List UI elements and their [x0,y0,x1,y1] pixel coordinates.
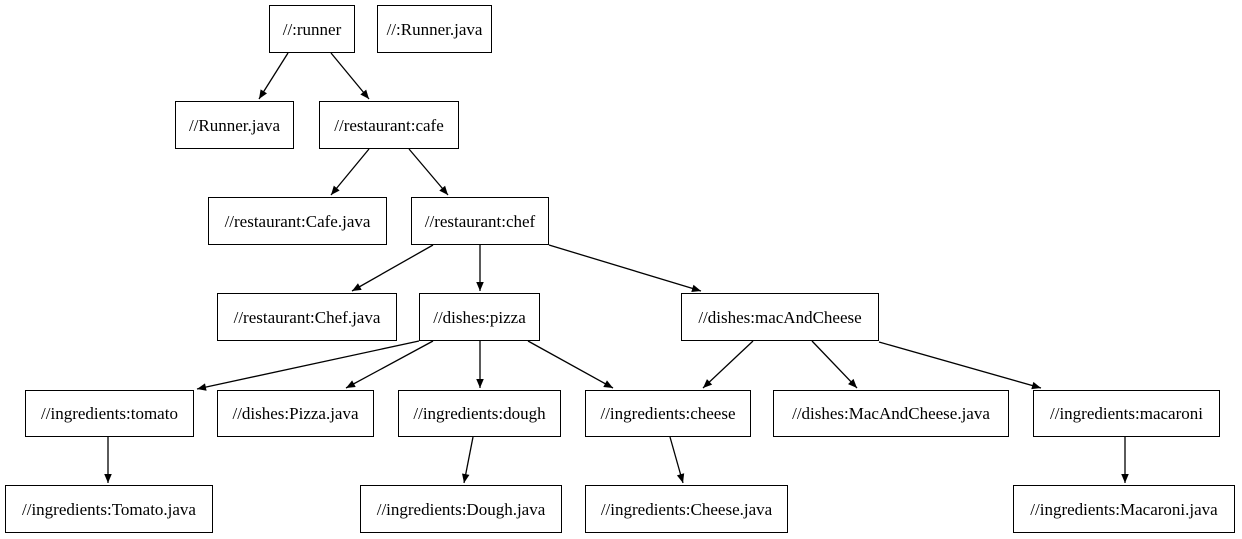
graph-node-cheese: //ingredients:cheese [585,390,751,437]
graph-edge-cheese-to-cheese-java [669,436,685,484]
graph-node-cafe-java: //restaurant:Cafe.java [208,197,387,245]
graph-edge-mac-and-cheese-to-macaroni [878,341,1042,390]
graph-node-runner: //:runner [269,5,355,53]
graph-edge-cafe-to-cafe-java [330,148,370,196]
graph-edge-runner-to-runner-java [258,52,289,100]
graph-edge-chef-to-mac-and-cheese [548,244,702,293]
graph-node-runner-java: //Runner.java [175,101,294,149]
graph-node-pizza: //dishes:pizza [419,293,540,341]
graph-node-runner-java-src: //:Runner.java [377,5,492,53]
graph-node-chef: //restaurant:chef [411,197,549,245]
graph-node-mac-java: //dishes:MacAndCheese.java [773,390,1009,437]
graph-edge-mac-and-cheese-to-cheese [702,340,754,389]
graph-node-tomato: //ingredients:tomato [25,390,194,437]
graph-edge-pizza-to-tomato [196,340,420,391]
graph-node-dough: //ingredients:dough [398,390,561,437]
graph-node-tomato-java: //ingredients:Tomato.java [5,485,213,533]
graph-node-macaroni: //ingredients:macaroni [1033,390,1220,437]
graph-edge-dough-to-dough-java [462,436,474,484]
graph-edge-chef-to-chef-java [351,244,434,292]
graph-edge-mac-and-cheese-to-mac-java [811,340,858,389]
graph-edge-pizza-to-cheese [527,340,614,389]
graph-node-cafe: //restaurant:cafe [319,101,459,149]
graph-node-pizza-java: //dishes:Pizza.java [217,390,374,437]
graph-edge-cafe-to-chef [408,148,449,196]
graph-node-dough-java: //ingredients:Dough.java [360,485,562,533]
graph-edge-runner-to-cafe [330,52,370,100]
graph-node-chef-java: //restaurant:Chef.java [217,293,397,341]
graph-node-cheese-java: //ingredients:Cheese.java [585,485,788,533]
graph-node-mac-and-cheese: //dishes:macAndCheese [681,293,879,341]
graph-edge-pizza-to-pizza-java [345,340,434,389]
graph-node-macaroni-java: //ingredients:Macaroni.java [1013,485,1235,533]
